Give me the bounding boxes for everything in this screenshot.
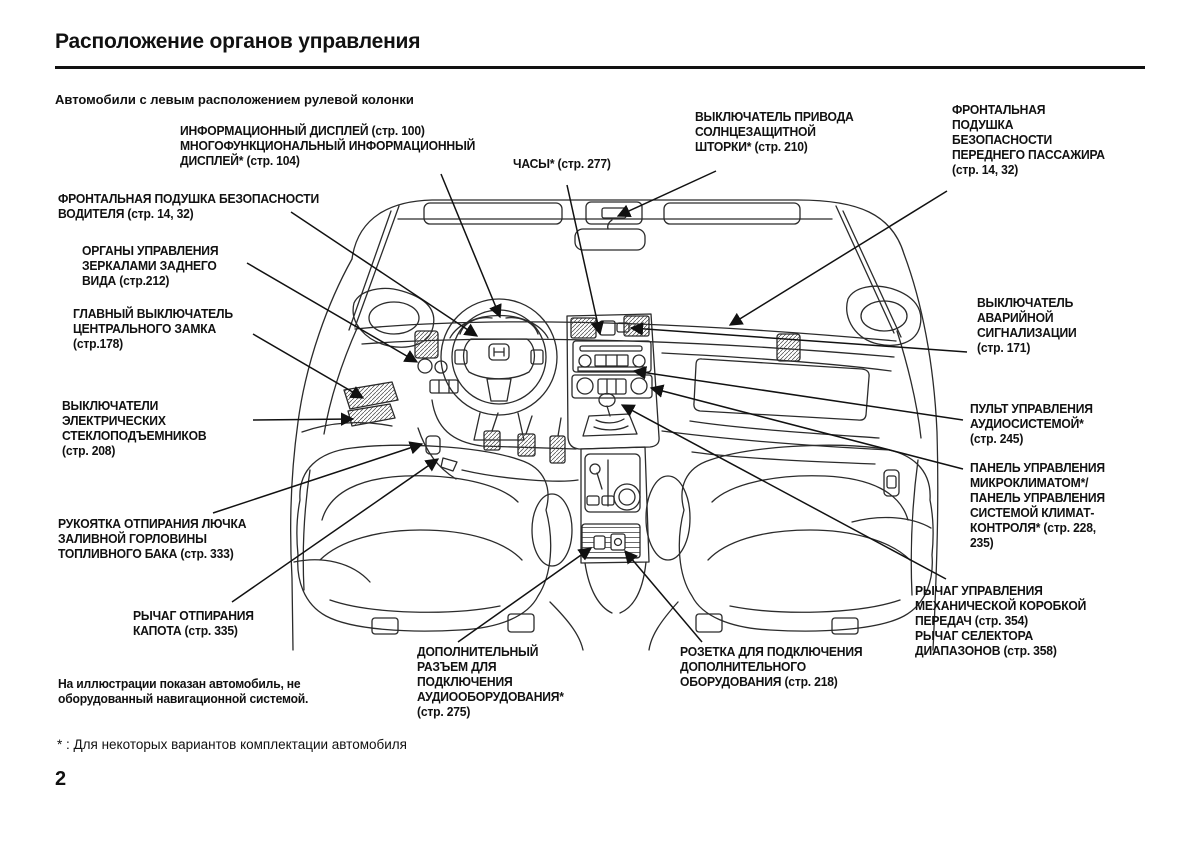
callout-driver-airbag xyxy=(290,211,479,337)
honda-logo xyxy=(488,343,510,361)
cup-holder xyxy=(613,483,641,511)
callout-passenger-airbag xyxy=(728,190,948,326)
gear-shifter xyxy=(582,392,638,437)
callout-shift-lever xyxy=(620,404,947,580)
overhead-console-sunshade-switch xyxy=(585,201,643,225)
seat-right xyxy=(645,444,934,635)
sun-visor-left xyxy=(423,202,563,225)
callout-audio-remote xyxy=(632,366,964,421)
asterisk-footnote: * : Для некоторых вариантов комплектации… xyxy=(57,737,407,752)
pedals xyxy=(461,412,579,482)
layout-note: Автомобили с левым расположением рулевой… xyxy=(55,92,414,107)
air-vent-left xyxy=(414,330,439,359)
mirror-control-knob xyxy=(417,358,433,374)
hood-release-lever xyxy=(440,457,458,472)
rearview-mirror xyxy=(574,219,646,251)
callout-lines xyxy=(212,170,968,643)
callout-aux-jack xyxy=(457,547,593,643)
callout-hazard xyxy=(629,322,968,353)
floor-tunnel xyxy=(549,601,679,651)
center-stack xyxy=(566,313,660,450)
callout-mirror-controls xyxy=(246,262,419,363)
aux-socket-panel xyxy=(581,523,641,559)
audio-unit xyxy=(572,340,652,373)
callout-sunshade xyxy=(616,170,717,218)
label-info-display: ИНФОРМАЦИОННЫЙ ДИСПЛЕЙ (стр. 100)МНОГОФУ… xyxy=(180,124,476,168)
callout-power-socket xyxy=(624,549,703,643)
callout-window-switches xyxy=(252,412,355,426)
center-vent-left xyxy=(570,317,597,339)
title-divider xyxy=(55,66,1145,69)
center-console xyxy=(580,446,650,614)
side-mirror-left xyxy=(352,287,435,348)
callout-clock xyxy=(566,184,604,336)
glovebox xyxy=(689,420,880,465)
callout-hood-release xyxy=(231,458,440,603)
callout-climate xyxy=(649,384,964,470)
fuel-release-handle xyxy=(425,435,441,455)
callout-fuel-release xyxy=(212,441,424,514)
callout-info-display xyxy=(440,173,502,319)
callout-central-lock xyxy=(252,333,365,399)
seat-left xyxy=(296,444,573,635)
steering-wheel xyxy=(440,298,558,441)
accessory-power-socket xyxy=(610,533,626,551)
aux-audio-jack xyxy=(593,535,606,550)
page-number: 2 xyxy=(55,768,67,790)
door-right xyxy=(851,253,939,651)
dashboard xyxy=(414,314,892,465)
hazard-button xyxy=(616,322,630,333)
sun-visor-right xyxy=(663,202,801,225)
center-vent-right xyxy=(623,315,650,337)
page-title: Расположение органов управления xyxy=(55,30,421,53)
passenger-airbag-panel xyxy=(693,358,870,421)
label-clock: ЧАСЫ* (стр. 277) xyxy=(513,157,611,171)
side-mirror-right xyxy=(846,285,922,346)
airbag-hub-pad xyxy=(462,338,536,380)
